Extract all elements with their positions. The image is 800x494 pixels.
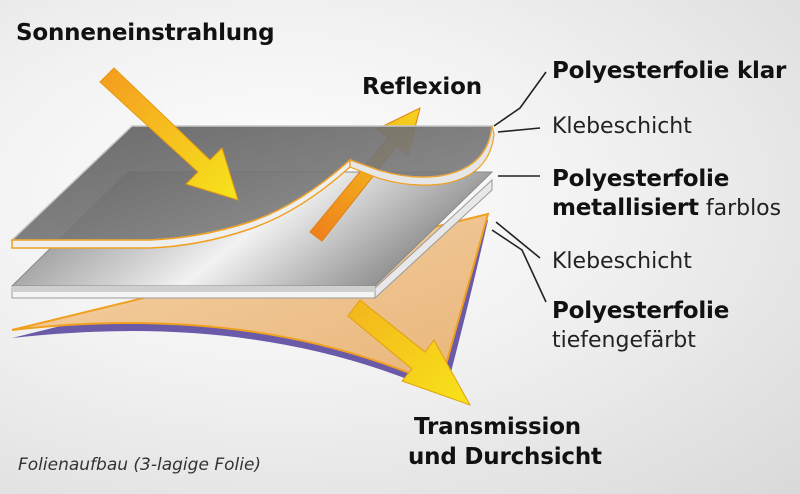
transmission-label-line1: Transmission [414, 414, 581, 440]
polyester-metallised-thin-part: farblos [698, 196, 782, 221]
reflexion-label: Reflexion [362, 74, 482, 100]
polyester-metallised-label-line1: Polyesterfolie [552, 166, 730, 192]
polyester-metallised-label-line2: metallisiert farblos [552, 195, 781, 221]
sun-label: Sonneneinstrahlung [16, 20, 275, 46]
polyester-tinted-label-line1: Polyesterfolie [552, 298, 730, 324]
leader-lines [491, 71, 547, 303]
leader-polyester-clear [493, 71, 547, 127]
leader-polyester-tinted [491, 229, 547, 303]
sun-arrow [99, 67, 239, 201]
transmission-label-line2: und Durchsicht [408, 444, 602, 470]
figure-caption: Folienaufbau (3-lagige Folie) [18, 455, 262, 475]
transmission-arrow [347, 299, 472, 406]
leader-adhesive-1 [497, 127, 541, 133]
polyester-clear-label: Polyesterfolie klar [552, 58, 787, 84]
leader-adhesive-2 [495, 221, 541, 259]
adhesive-label-2: Klebeschicht [552, 249, 692, 274]
layer-polyester-clear [10, 125, 495, 249]
adhesive-label-1: Klebeschicht [552, 114, 692, 139]
polyester-metallised-bold-part: metallisiert [552, 195, 699, 221]
polyester-tinted-label-line2: tiefengefärbt [552, 328, 696, 353]
